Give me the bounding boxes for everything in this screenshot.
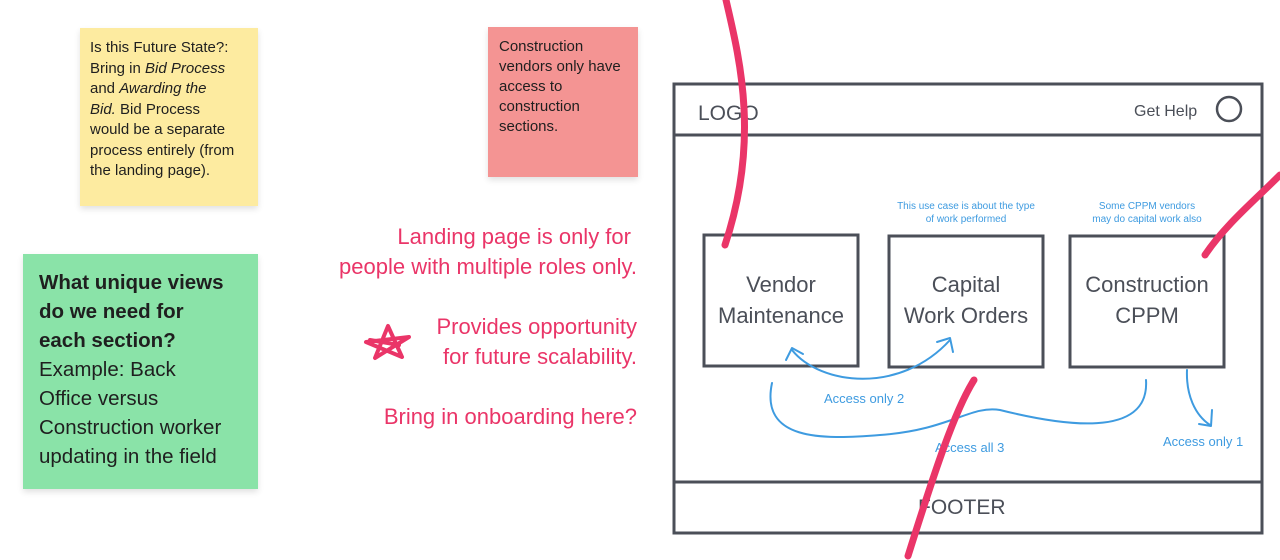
section-label: Construction [1085, 272, 1209, 297]
sticky-text: Example: Back [39, 358, 176, 381]
arrowhead-icon [936, 337, 954, 353]
sticky-text: and [90, 80, 120, 97]
section-box-capital-work-orders[interactable]: Capital Work Orders [887, 234, 1045, 369]
red-marker-stroke [721, 0, 748, 249]
sticky-note-construction-vendors[interactable]: Construction vendors only have access to… [488, 27, 638, 177]
note-scalability: Provides opportunity for future scalabil… [436, 312, 637, 372]
access-only-1-arrow [1185, 369, 1211, 426]
label-access-all-3: Access all 3 [935, 440, 1004, 455]
arrowhead-icon [785, 347, 804, 361]
sticky-note-future-state[interactable]: Is this Future State?: Bring in Bid Proc… [80, 28, 258, 206]
help-circle-icon[interactable] [1215, 95, 1243, 123]
note-onboarding: Bring in onboarding here? [384, 402, 637, 432]
sticky-text: sections. [499, 118, 559, 135]
annotation-cppm: may do capital work also [1092, 214, 1202, 225]
sticky-text: Is this Future State?: [90, 39, 229, 56]
sticky-text: updating in the field [39, 445, 217, 468]
section-label: Work Orders [904, 303, 1028, 328]
sticky-text: Construction worker [39, 416, 222, 439]
annotation-cppm: Some CPPM vendors [1099, 201, 1195, 212]
section-label: Capital [932, 272, 1000, 297]
section-box-vendor-maintenance[interactable]: Vendor Maintenance [702, 233, 860, 368]
label-access-only-2: Access only 2 [824, 391, 904, 406]
note-line: Provides opportunity [436, 314, 637, 339]
sticky-text: construction [499, 98, 580, 115]
get-help-link[interactable]: Get Help [1134, 103, 1197, 120]
access-only-2-arrow [791, 339, 951, 380]
note-line: for future scalability. [442, 344, 637, 369]
note-line: Bring in onboarding here? [383, 404, 637, 429]
footer-label: FOOTER [918, 496, 1006, 519]
sticky-heading: What unique views [39, 271, 224, 294]
sticky-text: Bid Process [115, 100, 201, 118]
label-access-only-1: Access only 1 [1163, 434, 1243, 449]
annotation-capital: of work performed [926, 214, 1007, 225]
arrowhead-icon [1198, 409, 1213, 427]
sticky-text: access to [499, 78, 563, 95]
sticky-text: Bring in [90, 59, 146, 77]
sticky-text: vendors only have [499, 58, 621, 75]
sticky-text: Office versus [39, 387, 159, 410]
section-label: Maintenance [718, 303, 844, 328]
section-label: CPPM [1115, 303, 1179, 328]
red-marker-stroke [904, 376, 978, 560]
sticky-text-italic: Bid. [90, 100, 116, 118]
section-label: Vendor [746, 272, 816, 297]
sticky-text: Construction [499, 38, 584, 55]
sticky-text: would be a separate [90, 121, 226, 138]
note-line: Landing page is only for [397, 224, 631, 249]
wireframe-frame [672, 82, 1264, 535]
red-marker-stroke [1201, 171, 1280, 259]
sticky-text-italic: Awarding the [119, 80, 207, 97]
sticky-text: the landing page). [90, 162, 211, 179]
note-landing-page: Landing page is only for people with mul… [339, 222, 637, 282]
logo-label: LOGO [698, 102, 759, 125]
sticky-text: process entirely (from [90, 141, 235, 159]
star-doodle-icon [364, 324, 411, 360]
sticky-text-italic: Bid Process [145, 59, 226, 77]
sticky-heading: each section? [39, 329, 176, 352]
sticky-heading: do we need for [39, 300, 184, 323]
annotation-capital: This use case is about the type [897, 201, 1035, 212]
sticky-note-unique-views[interactable]: What unique views do we need for each se… [23, 254, 258, 489]
note-line: people with multiple roles only. [339, 254, 637, 279]
section-box-construction-cppm[interactable]: Construction CPPM [1068, 234, 1226, 369]
